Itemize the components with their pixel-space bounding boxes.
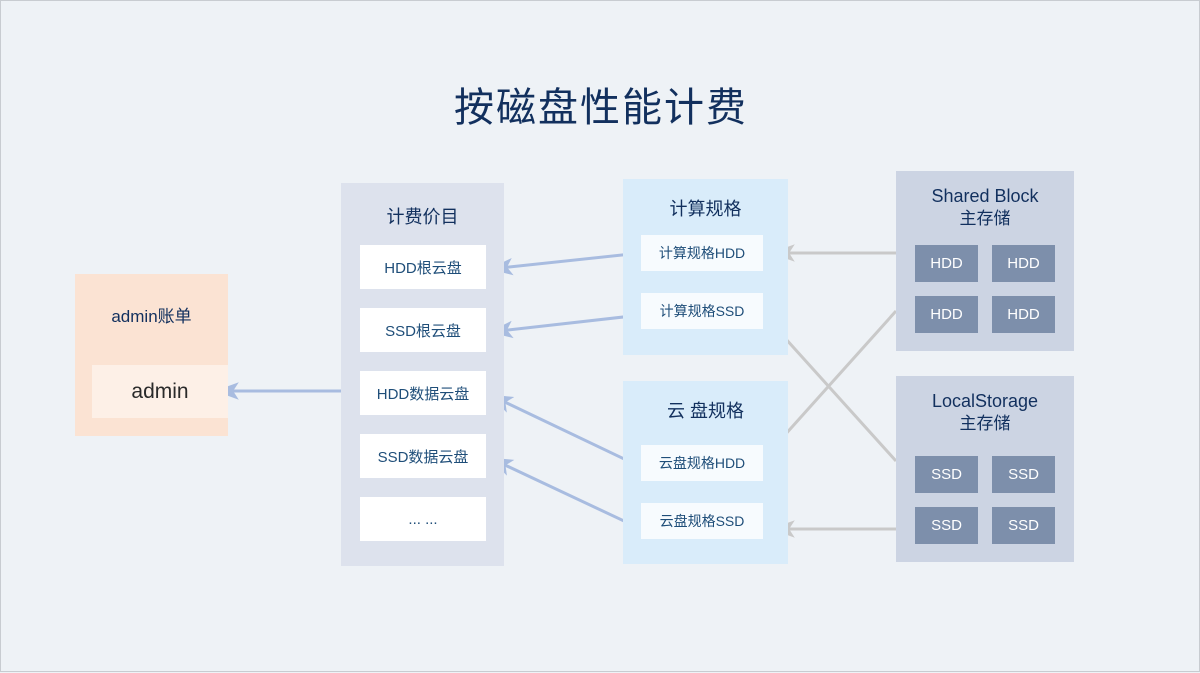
admin-bill-panel: admin账单 admin [75,274,228,436]
connector-disk-ssd-to-billing-ssd-data [488,456,642,531]
billing-items-panel: 计费价目 HDD根云盘 SSD根云盘 HDD数据云盘 SSD数据云盘 ... .… [341,183,504,566]
shared-block-disk-grid: HDD HDD HDD HDD [915,245,1055,333]
shared-block-title-secondary: 主存储 [959,208,1011,228]
compute-spec-list: 计算规格HDD 计算规格SSD [641,235,763,351]
shared-block-disk-cell[interactable]: HDD [915,296,978,333]
billing-item-hdd-data-disk[interactable]: HDD数据云盘 [360,371,486,415]
local-storage-disk-cell[interactable]: SSD [915,507,978,544]
connector-compute-ssd-to-billing-ssd-root [488,313,642,339]
compute-spec-item-hdd[interactable]: 计算规格HDD [641,235,763,271]
shared-block-disk-cell[interactable]: HDD [992,245,1055,282]
disk-spec-list: 云盘规格HDD 云盘规格SSD [641,445,763,561]
disk-spec-item-hdd[interactable]: 云盘规格HDD [641,445,763,481]
compute-spec-panel: 计算规格 计算规格HDD 计算规格SSD [623,179,788,355]
shared-block-disk-cell[interactable]: HDD [915,245,978,282]
billing-item-hdd-root-disk[interactable]: HDD根云盘 [360,245,486,289]
local-storage-disk-cell[interactable]: SSD [915,456,978,493]
local-storage-disk-grid: SSD SSD SSD SSD [915,456,1055,544]
billing-item-more[interactable]: ... ... [360,497,486,541]
connector-compute-hdd-to-billing-hdd-root [488,251,642,276]
shared-block-title-primary: Shared Block [931,186,1039,206]
connector-disk-hdd-to-billing-hdd-data [488,393,642,469]
billing-item-ssd-data-disk[interactable]: SSD数据云盘 [360,434,486,478]
billing-item-ssd-root-disk[interactable]: SSD根云盘 [360,308,486,352]
local-storage-title-secondary: 主存储 [959,413,1011,433]
local-storage-title-primary: LocalStorage [931,391,1039,411]
shared-block-storage-panel: Shared Block 主存储 HDD HDD HDD HDD [896,171,1074,351]
billing-items-list: HDD根云盘 SSD根云盘 HDD数据云盘 SSD数据云盘 ... ... [360,245,486,560]
disk-spec-panel-title: 云 盘规格 [666,401,744,421]
shared-block-panel-title: Shared Block 主存储 [896,185,1074,229]
page-title: 按磁盘性能计费 [454,86,748,130]
disk-spec-panel: 云 盘规格 云盘规格HDD 云盘规格SSD [623,381,788,564]
local-storage-disk-cell[interactable]: SSD [992,507,1055,544]
admin-bill-panel-title: admin账单 [111,307,192,326]
shared-block-disk-cell[interactable]: HDD [992,296,1055,333]
local-storage-panel-title: LocalStorage 主存储 [896,390,1074,434]
disk-spec-item-ssd[interactable]: 云盘规格SSD [641,503,763,539]
compute-spec-item-ssd[interactable]: 计算规格SSD [641,293,763,329]
billing-items-panel-title: 计费价目 [386,207,459,227]
compute-spec-panel-title: 计算规格 [669,199,742,219]
local-storage-disk-cell[interactable]: SSD [992,456,1055,493]
local-storage-panel: LocalStorage 主存储 SSD SSD SSD SSD [896,376,1074,562]
admin-account-box[interactable]: admin [92,365,228,418]
